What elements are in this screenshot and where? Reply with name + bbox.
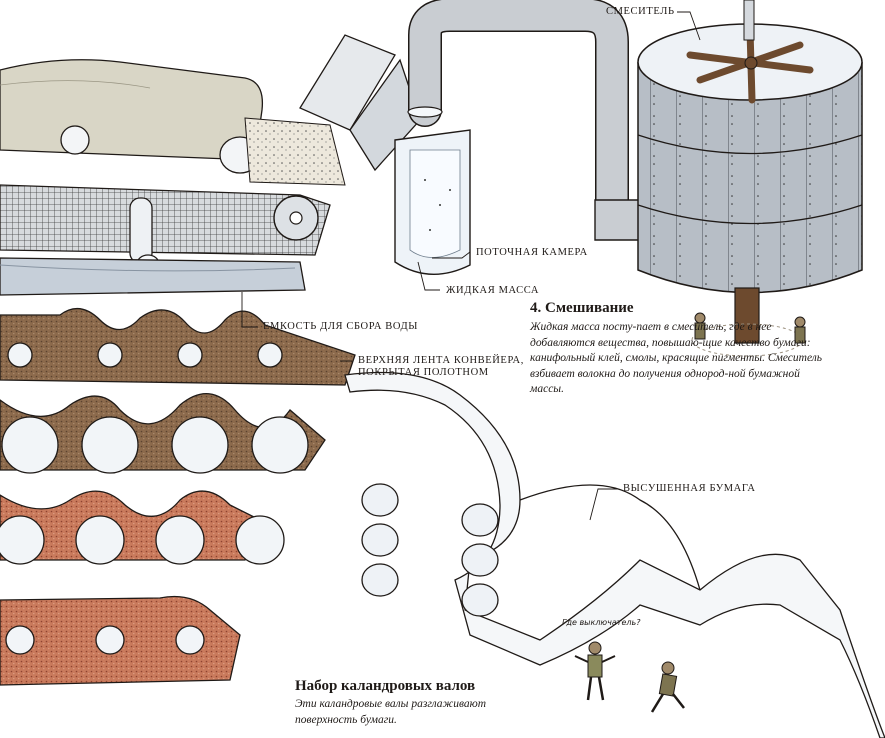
calender-roller-3-2 — [175, 625, 205, 655]
calender-roller-1-1 — [81, 416, 139, 474]
flow-chamber — [394, 129, 471, 275]
mixing-section-title: 4. Смешивание — [530, 300, 634, 316]
mixer-paddles — [686, 26, 814, 104]
calender-section-text: Эти каландровые валы разглаживают поверх… — [295, 698, 487, 726]
label-flow-chamber: Поточная камера — [476, 247, 588, 258]
calender-roller-0-1 — [97, 342, 123, 368]
calender-roller-0-0 — [7, 342, 33, 368]
calender-roller-0-2 — [177, 342, 203, 368]
calender-roller-0-3 — [257, 342, 283, 368]
calender-roller-1-3 — [251, 416, 309, 474]
calender-roller-3-0 — [5, 625, 35, 655]
calender-roller-1-0 — [1, 416, 59, 474]
label-liquid-mass: Жидкая масса — [446, 285, 540, 296]
calender-roller-2-0 — [0, 515, 45, 565]
calender-roller-3-1 — [95, 625, 125, 655]
label-water-tank: Емкость для сбора воды — [263, 321, 419, 332]
felt-layer-red — [0, 490, 261, 686]
calender-rollers — [0, 342, 309, 655]
mixing-section-text: Жидкая масса посту-пает в смеситель, где… — [530, 321, 823, 396]
mixer-shaft — [743, 0, 755, 41]
calender-roller-2-2 — [155, 515, 205, 565]
paper-ribbon — [344, 371, 885, 738]
label-upper-belt: Верхняя лента конвейера, покрытая полотн… — [358, 355, 524, 379]
calender-roller-2-3 — [235, 515, 285, 565]
calender-section-title: Набор каландровых валов — [295, 678, 476, 694]
wire-mesh-belt — [0, 184, 331, 256]
pulp-on-wire — [244, 117, 346, 186]
running-worker — [650, 661, 685, 713]
calender-roller-2-1 — [75, 515, 125, 565]
lower-roller-column — [361, 483, 499, 617]
label-mixer: Смеситель — [606, 6, 675, 17]
workers-turning-mixer — [694, 312, 806, 344]
label-dried-paper: Высушенная бумага — [623, 483, 756, 494]
leader-lines — [241, 11, 701, 521]
worker-with-question — [574, 641, 616, 701]
upper-roller-left — [60, 125, 90, 155]
water-collection-tank — [0, 257, 306, 296]
speech-bubble: Где выключатель? — [562, 618, 641, 627]
calender-roller-1-2 — [171, 416, 229, 474]
drive-pulley — [273, 195, 319, 241]
